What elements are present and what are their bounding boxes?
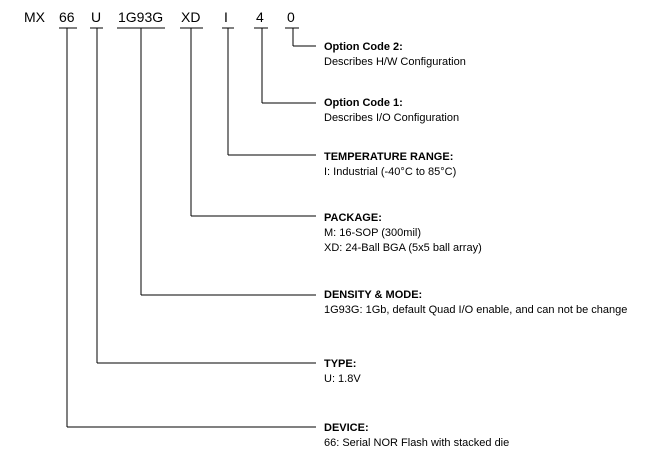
field-line: M: 16-SOP (300mil): [324, 227, 421, 239]
field-title: TEMPERATURE RANGE:: [324, 151, 454, 163]
field-line: U: 1.8V: [324, 373, 361, 385]
field-line: 1G93G: 1Gb, default Quad I/O enable, and…: [324, 304, 628, 316]
segment-device: 66: [59, 9, 75, 25]
field-title: PACKAGE:: [324, 212, 382, 224]
field-line: I: Industrial (-40°C to 85°C): [324, 166, 457, 178]
segment-type: U: [91, 9, 102, 25]
field-package: PACKAGE: M: 16-SOP (300mil) XD: 24-Ball …: [324, 211, 482, 256]
field-line: Describes I/O Configuration: [324, 112, 460, 124]
field-title: Option Code 1:: [324, 97, 403, 109]
field-option-code-2: Option Code 2: Describes H/W Configurati…: [324, 40, 466, 70]
field-title: DEVICE:: [324, 422, 369, 434]
segment-package: XD: [181, 9, 201, 25]
segment-option-2: 0: [287, 9, 295, 25]
field-title: TYPE:: [324, 358, 357, 370]
segment-option-1: 4: [256, 9, 264, 25]
field-option-code-1: Option Code 1: Describes I/O Configurati…: [324, 96, 459, 126]
field-title: DENSITY & MODE:: [324, 289, 423, 301]
field-density-mode: DENSITY & MODE: 1G93G: 1Gb, default Quad…: [324, 288, 627, 318]
field-line: 66: Serial NOR Flash with stacked die: [324, 437, 510, 449]
field-device: DEVICE: 66: Serial NOR Flash with stacke…: [324, 421, 509, 451]
field-title: Option Code 2:: [324, 41, 403, 53]
field-line: XD: 24-Ball BGA (5x5 ball array): [324, 242, 482, 254]
segment-prefix: MX: [24, 9, 45, 25]
field-temperature-range: TEMPERATURE RANGE: I: Industrial (-40°C …: [324, 150, 456, 180]
segment-temperature: I: [224, 9, 228, 25]
field-type: TYPE: U: 1.8V: [324, 357, 361, 387]
field-line: Describes H/W Configuration: [324, 56, 466, 68]
segment-density: 1G93G: [118, 9, 164, 25]
